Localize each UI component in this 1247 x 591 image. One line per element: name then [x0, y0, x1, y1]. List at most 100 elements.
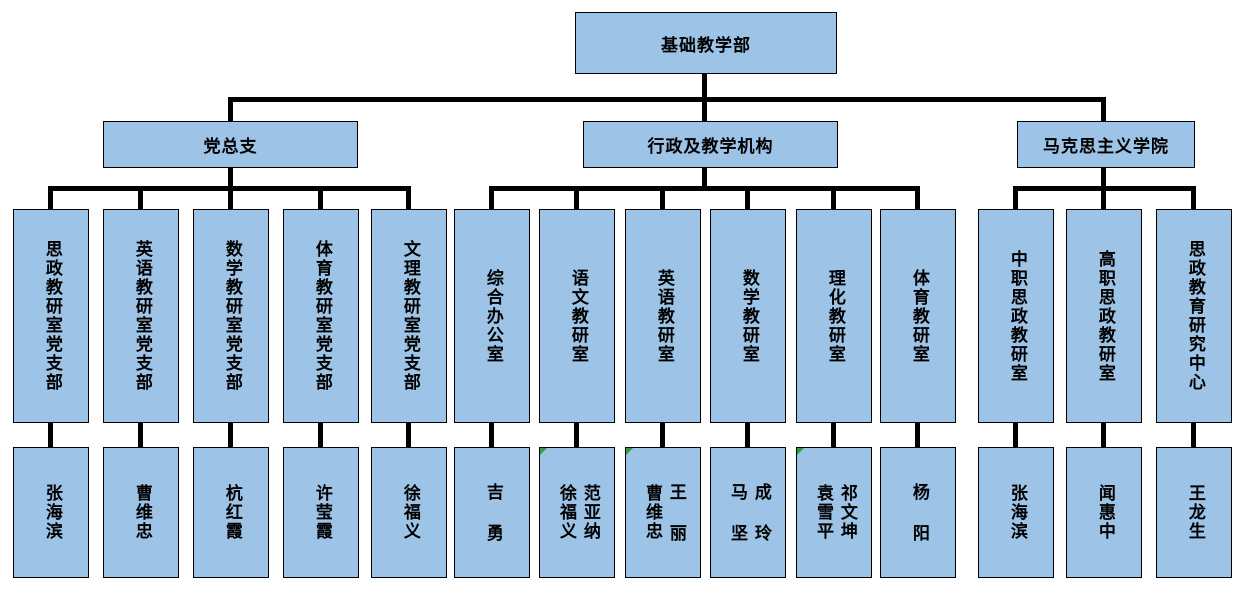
node-dept-13[interactable]: 思政教育研究中心: [1156, 209, 1232, 423]
node-dept-0[interactable]: 思政教研室党支部: [13, 209, 89, 423]
person-names: 范亚纳 徐福义: [556, 448, 600, 577]
person-names: 王 丽 曹维忠: [642, 448, 686, 577]
connector-dept-person-3: [318, 423, 323, 447]
node-person-1[interactable]: 曹维忠: [103, 447, 179, 578]
person-names: 曹维忠: [131, 448, 152, 577]
person-name: 吉 勇: [482, 482, 503, 543]
person-name: 张海滨: [1006, 484, 1027, 541]
connector-admin-drop-3: [745, 186, 750, 209]
connector-dept-person-13: [1191, 423, 1196, 447]
connector-admin-bus: [489, 186, 920, 191]
node-person-8[interactable]: 成 玲 马 坚: [710, 447, 786, 578]
node-dept-12-label: 高职思政教研室: [1094, 249, 1115, 383]
node-dept-4-label: 文理教研室党支部: [399, 240, 420, 392]
corner-mark-icon: [540, 448, 547, 455]
node-person-7[interactable]: 王 丽 曹维忠: [625, 447, 701, 578]
node-branch-marxism[interactable]: 马克思主义学院: [1017, 121, 1195, 168]
connector-party-drop-3: [318, 186, 323, 209]
person-names: 徐福义: [399, 448, 420, 577]
node-dept-12[interactable]: 高职思政教研室: [1066, 209, 1142, 423]
connector-root-drop-party: [228, 97, 233, 121]
node-dept-6-label: 语文教研室: [567, 268, 588, 364]
connector-admin-stem: [702, 168, 707, 189]
connector-dept-person-6: [574, 423, 579, 447]
node-dept-6[interactable]: 语文教研室: [539, 209, 615, 423]
node-person-9[interactable]: 祁文坤 袁雪平: [796, 447, 872, 578]
connector-dept-person-7: [660, 423, 665, 447]
node-dept-9[interactable]: 理化教研室: [796, 209, 872, 423]
node-dept-7[interactable]: 英语教研室: [625, 209, 701, 423]
connector-dept-person-11: [1013, 423, 1018, 447]
node-person-2[interactable]: 杭红霞: [193, 447, 269, 578]
connector-dept-person-12: [1101, 423, 1106, 447]
node-person-0[interactable]: 张海滨: [13, 447, 89, 578]
node-branch-admin[interactable]: 行政及教学机构: [583, 121, 838, 168]
connector-dept-person-0: [48, 423, 53, 447]
connector-party-stem: [228, 168, 233, 189]
connector-dept-person-2: [228, 423, 233, 447]
node-person-10[interactable]: 杨 阳: [880, 447, 956, 578]
connector-marxism-drop-1: [1101, 186, 1106, 209]
person-name: 袁雪平: [813, 484, 833, 541]
node-dept-3-label: 体育教研室党支部: [311, 240, 332, 392]
node-person-4[interactable]: 徐福义: [371, 447, 447, 578]
node-person-13[interactable]: 王龙生: [1156, 447, 1232, 578]
connector-party-drop-4: [406, 186, 411, 209]
person-name: 马 坚: [727, 482, 747, 543]
node-dept-5[interactable]: 综合办公室: [454, 209, 530, 423]
person-name: 徐福义: [556, 484, 576, 541]
person-names: 杭红霞: [222, 448, 242, 577]
node-dept-2-label: 数学教研室党支部: [221, 240, 242, 392]
connector-admin-drop-1: [574, 186, 579, 209]
node-person-3[interactable]: 许莹霞: [283, 447, 359, 578]
node-root-label: 基础教学部: [661, 35, 751, 56]
node-person-5[interactable]: 吉 勇: [454, 447, 530, 578]
connector-party-drop-1: [138, 186, 143, 209]
node-person-6[interactable]: 范亚纳 徐福义: [539, 447, 615, 578]
person-name: 张海滨: [41, 484, 62, 541]
person-names: 闻惠中: [1095, 448, 1115, 577]
connector-root-bus: [228, 97, 1106, 102]
person-names: 王龙生: [1184, 448, 1205, 577]
node-root[interactable]: 基础教学部: [575, 12, 837, 74]
connector-party-drop-0: [48, 186, 53, 209]
node-dept-8-label: 数学教研室: [738, 268, 759, 364]
node-dept-11[interactable]: 中职思政教研室: [978, 209, 1054, 423]
node-branch-party[interactable]: 党总支: [103, 121, 358, 168]
connector-admin-drop-5: [915, 186, 920, 209]
connector-marxism-drop-2: [1191, 186, 1196, 209]
connector-dept-person-1: [138, 423, 143, 447]
connector-root-stem: [702, 74, 707, 100]
node-dept-3[interactable]: 体育教研室党支部: [283, 209, 359, 423]
person-name: 曹维忠: [642, 484, 662, 541]
node-dept-2[interactable]: 数学教研室党支部: [193, 209, 269, 423]
node-dept-8[interactable]: 数学教研室: [710, 209, 786, 423]
node-dept-7-label: 英语教研室: [653, 268, 674, 364]
person-name: 王龙生: [1184, 484, 1205, 541]
node-dept-5-label: 综合办公室: [482, 268, 503, 364]
person-name: 范亚纳: [579, 484, 600, 541]
node-dept-0-label: 思政教研室党支部: [41, 240, 62, 392]
node-branch-marxism-label: 马克思主义学院: [1043, 137, 1169, 157]
connector-root-drop-marxism: [1101, 97, 1106, 121]
connector-marxism-drop-0: [1013, 186, 1018, 209]
person-name: 曹维忠: [131, 484, 152, 541]
node-dept-1[interactable]: 英语教研室党支部: [103, 209, 179, 423]
connector-dept-person-10: [915, 423, 920, 447]
person-name: 杨 阳: [908, 482, 929, 543]
connector-root-drop-admin: [702, 97, 707, 121]
person-names: 张海滨: [1006, 448, 1027, 577]
node-dept-10[interactable]: 体育教研室: [880, 209, 956, 423]
node-dept-10-label: 体育教研室: [908, 268, 929, 364]
node-person-11[interactable]: 张海滨: [978, 447, 1054, 578]
node-dept-13-label: 思政教育研究中心: [1184, 240, 1205, 392]
node-person-12[interactable]: 闻惠中: [1066, 447, 1142, 578]
connector-party-drop-2: [228, 186, 233, 209]
person-name: 徐福义: [399, 484, 420, 541]
node-dept-9-label: 理化教研室: [824, 268, 845, 364]
connector-dept-person-5: [489, 423, 494, 447]
connector-dept-person-9: [831, 423, 836, 447]
node-dept-4[interactable]: 文理教研室党支部: [371, 209, 447, 423]
node-dept-1-label: 英语教研室党支部: [131, 240, 152, 392]
